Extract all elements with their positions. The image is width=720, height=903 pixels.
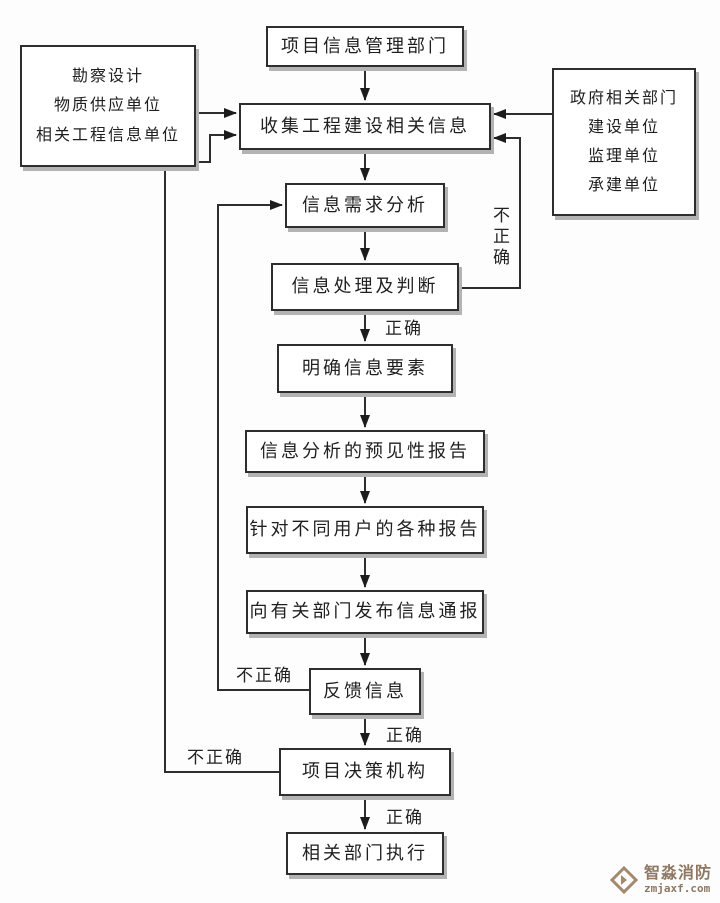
node-user-reports: 针对不同用户的各种报告 — [246, 506, 484, 554]
node-label: 明确信息要素 — [302, 357, 428, 378]
node-line: 承建单位 — [587, 177, 660, 195]
node-line: 相关工程信息单位 — [35, 126, 180, 144]
node-label: 项目信息管理部门 — [281, 35, 449, 56]
node-forecast-report: 信息分析的预见性报告 — [245, 430, 485, 473]
node-label: 收集工程建设相关信息 — [260, 115, 470, 136]
node-label: 向有关部门发布信息通报 — [249, 601, 481, 622]
node-publish-bulletin: 向有关部门发布信息通报 — [246, 590, 484, 634]
node-label: 针对不同用户的各种报告 — [249, 519, 481, 540]
watermark: 智淼消防 zmjaxf.com — [609, 865, 712, 895]
node-project-info-dept: 项目信息管理部门 — [266, 26, 464, 67]
edge-label-correct-1: 正确 — [385, 319, 423, 338]
node-departments-execute: 相关部门执行 — [286, 832, 444, 875]
node-decision-body: 项目决策机构 — [279, 748, 451, 796]
node-left-sources: 勘察设计 物质供应单位 相关工程信息单位 — [20, 45, 196, 167]
node-line: 物质供应单位 — [53, 97, 162, 115]
node-line: 勘察设计 — [71, 68, 144, 86]
edge-process-incorrect-loop — [459, 133, 521, 289]
node-label: 项目决策机构 — [302, 761, 428, 782]
edge-label-incorrect-right: 不正确 — [490, 206, 509, 269]
node-label: 信息处理及判断 — [291, 276, 439, 297]
edge-feedback-incorrect-loop — [217, 200, 309, 691]
node-collect-info: 收集工程建设相关信息 — [239, 103, 491, 150]
node-label: 相关部门执行 — [302, 842, 428, 863]
node-line: 政府相关部门 — [569, 89, 678, 107]
edge-label-incorrect-decision: 不正确 — [187, 748, 244, 767]
zhimiao-logo-icon — [609, 865, 639, 895]
node-right-sources: 政府相关部门 建设单位 监理单位 承建单位 — [552, 68, 696, 216]
edge-label-correct-3: 正确 — [386, 808, 424, 827]
edge-label-incorrect-feedback: 不正确 — [236, 666, 293, 685]
edge-label-correct-2: 正确 — [386, 726, 424, 745]
node-feedback-info: 反馈信息 — [309, 668, 421, 715]
watermark-brand: 智淼消防 — [643, 864, 712, 882]
node-process-judge: 信息处理及判断 — [271, 263, 459, 311]
watermark-domain: zmjaxf.com — [643, 881, 711, 895]
node-label: 反馈信息 — [323, 680, 407, 701]
node-line: 建设单位 — [587, 118, 660, 136]
node-label: 信息需求分析 — [302, 194, 428, 215]
node-demand-analysis: 信息需求分析 — [285, 183, 445, 228]
node-label: 信息分析的预见性报告 — [260, 440, 470, 461]
node-clarify-elements: 明确信息要素 — [277, 344, 453, 393]
node-line: 监理单位 — [587, 148, 660, 165]
